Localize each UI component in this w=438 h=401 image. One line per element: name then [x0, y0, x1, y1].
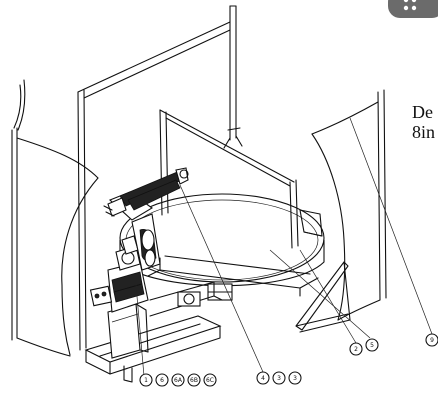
svg-text:2: 2 — [354, 346, 358, 353]
robot-base-motor — [89, 235, 149, 313]
callout-balloon[interactable]: 1 — [139, 373, 153, 387]
callout-balloon[interactable]: 5 — [365, 338, 379, 352]
callout-balloon[interactable]: 6C — [203, 373, 217, 387]
callout-balloon[interactable]: 2 — [349, 342, 363, 356]
right-curved-shield-panel — [295, 89, 387, 333]
svg-text:6A: 6A — [174, 377, 183, 384]
callout-group-bottom-middle: 4 3 3 — [256, 371, 302, 385]
svg-text:3: 3 — [293, 375, 297, 382]
callout-group-bottom-left: 1 6 6A 6B 6C — [139, 373, 217, 387]
callout-balloon[interactable]: 3 — [272, 371, 286, 385]
menu-badge[interactable] — [386, 0, 438, 22]
callout-balloon[interactable]: 6B — [187, 373, 201, 387]
svg-text:6C: 6C — [206, 377, 214, 384]
callout-balloon[interactable]: 3 — [288, 371, 302, 385]
callout-balloon[interactable]: 6A — [171, 373, 185, 387]
callout-balloon[interactable]: 6 — [155, 373, 169, 387]
left-curved-shield-panel — [11, 79, 99, 357]
svg-text:3: 3 — [277, 375, 281, 382]
leader-lines — [135, 117, 433, 377]
side-text-line-1: De — [412, 102, 433, 122]
svg-text:6: 6 — [160, 377, 164, 384]
svg-text:6B: 6B — [190, 377, 198, 384]
callout-balloon[interactable]: 4 — [256, 371, 270, 385]
grid-dots-icon — [388, 0, 438, 18]
robot-arm — [103, 167, 189, 271]
callout-balloon-far-right[interactable]: 9 — [425, 333, 438, 347]
side-text-line-2: 8in — [412, 122, 436, 142]
svg-text:4: 4 — [261, 375, 265, 382]
svg-text:9: 9 — [430, 337, 434, 344]
center-divider-panel — [159, 109, 299, 249]
svg-text:1: 1 — [144, 377, 148, 384]
svg-text:5: 5 — [370, 342, 374, 349]
back-left-fence-panel — [77, 5, 243, 351]
callout-group-right-lower: 2 5 — [349, 338, 379, 356]
